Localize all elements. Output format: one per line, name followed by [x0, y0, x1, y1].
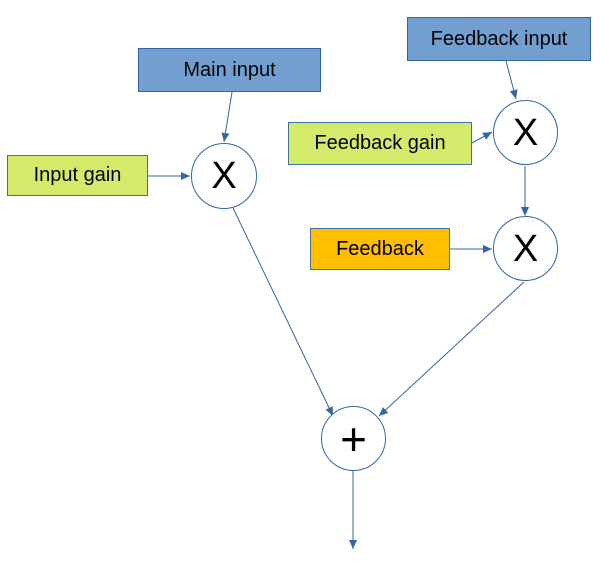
arrow-feedback-gain-to-mult: [471, 131, 493, 144]
feedback-label: Feedback: [336, 237, 424, 260]
sum-symbol: +: [340, 412, 367, 465]
multiply-symbol: X: [512, 227, 539, 270]
feedback-gain-multiplier-node: X: [493, 100, 558, 165]
input-gain-label: Input gain: [33, 164, 122, 186]
feedback-input-box: Feedback input: [407, 17, 591, 61]
input-gain-box: Input gain: [7, 155, 148, 196]
feedback-gain-box: Feedback gain: [288, 122, 472, 165]
arrow-main-input-to-mult: [221, 91, 233, 143]
main-input-box: Main input: [138, 48, 321, 92]
multiply-symbol: X: [211, 155, 237, 197]
multiply-symbol: X: [512, 111, 539, 154]
feedback-multiplier-node: X: [493, 216, 558, 281]
arrow-feedback-input-to-mult: [505, 60, 518, 100]
feedback-input-label: Feedback input: [430, 27, 568, 50]
arrow-right-mult-to-sum: [378, 281, 525, 417]
sum-node: +: [321, 406, 386, 471]
feedback-box: Feedback: [310, 228, 450, 270]
feedback-gain-label: Feedback gain: [314, 132, 446, 154]
main-input-label: Main input: [183, 58, 276, 81]
input-multiplier-node: X: [191, 143, 257, 209]
arrow-left-mult-to-sum: [232, 207, 334, 417]
